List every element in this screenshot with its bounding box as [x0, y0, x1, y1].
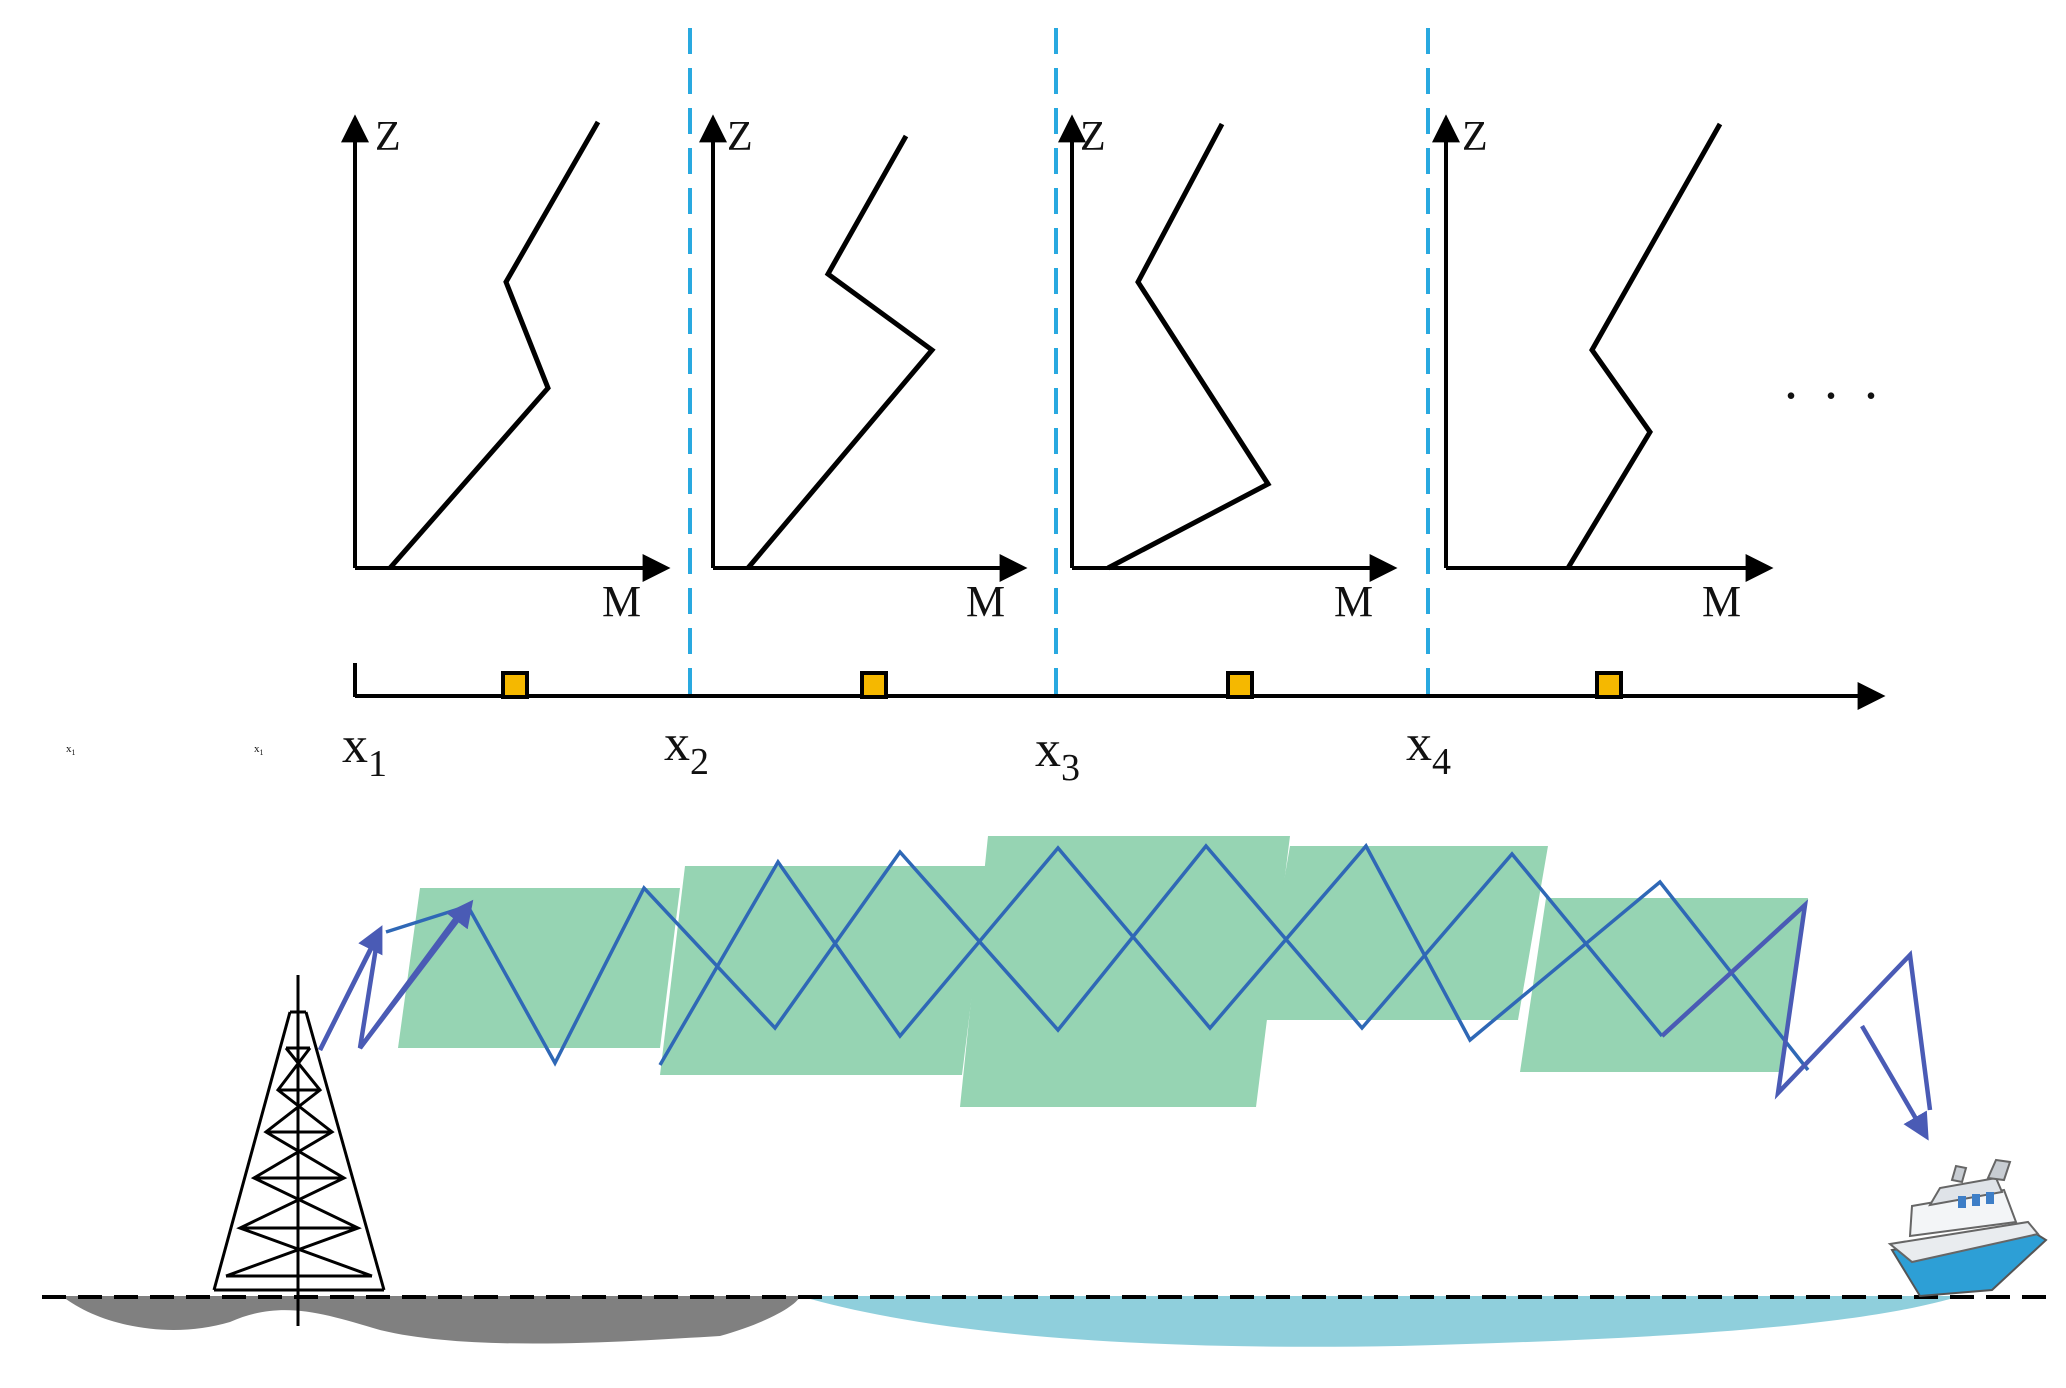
- launch-arrow: [358, 899, 474, 1050]
- profile-location-marker: [1595, 671, 1623, 699]
- range-label-x1: x1: [342, 717, 387, 785]
- m-axis-label: M: [1334, 577, 1373, 626]
- profile-panel-1: Z M: [341, 114, 671, 626]
- profile-location-marker: [501, 671, 529, 699]
- range-label-x3: x3: [1035, 721, 1080, 789]
- profile-location-marker: [860, 671, 888, 699]
- duct-segment: [1520, 898, 1808, 1072]
- range-label-x2: x2: [664, 715, 709, 783]
- ray-path-b: [658, 842, 1810, 1072]
- arrival-arrow: [1860, 1024, 1929, 1141]
- profile-panel-4: Z M: [1432, 114, 1774, 626]
- stray-label-x1: x1: [254, 743, 264, 757]
- m-axis-label: M: [602, 577, 641, 626]
- sea-surface: [800, 1296, 1960, 1347]
- duct-segment: [398, 888, 680, 1048]
- refractivity-profile-line: [1106, 122, 1272, 571]
- profile-panel-2: Z M: [699, 114, 1028, 626]
- z-axis-label: Z: [1462, 114, 1488, 160]
- land-mass: [62, 1296, 800, 1344]
- z-axis-label: Z: [1080, 114, 1106, 160]
- m-axis-label: M: [1702, 577, 1741, 626]
- ship-icon: [1887, 1158, 2048, 1298]
- launch-arrow: [317, 925, 383, 1052]
- duct-segment: [960, 836, 1290, 1107]
- refractivity-profile-line: [388, 120, 601, 570]
- profile-panel-3: Z M: [1058, 114, 1398, 626]
- duct-segment: [1260, 846, 1548, 1020]
- z-axis-label: Z: [375, 114, 401, 160]
- z-axis-label: Z: [727, 114, 753, 160]
- m-axis-label: M: [966, 577, 1005, 626]
- ray-paths: [317, 842, 1933, 1141]
- profile-location-marker: [1226, 671, 1254, 699]
- duct-segment: [660, 866, 988, 1075]
- refractivity-profile-line: [1565, 122, 1723, 570]
- antenna-tower-icon: [212, 975, 386, 1326]
- stray-label-x1: x1: [66, 743, 76, 757]
- continuation-ellipsis: . . .: [1784, 349, 1884, 411]
- range-axis: x1 x2 x3 x4 x1 x1: [66, 663, 1886, 789]
- refractivity-profile-line: [746, 134, 936, 570]
- ray-arrival: [1660, 899, 1933, 1111]
- range-label-x4: x4: [1406, 715, 1451, 783]
